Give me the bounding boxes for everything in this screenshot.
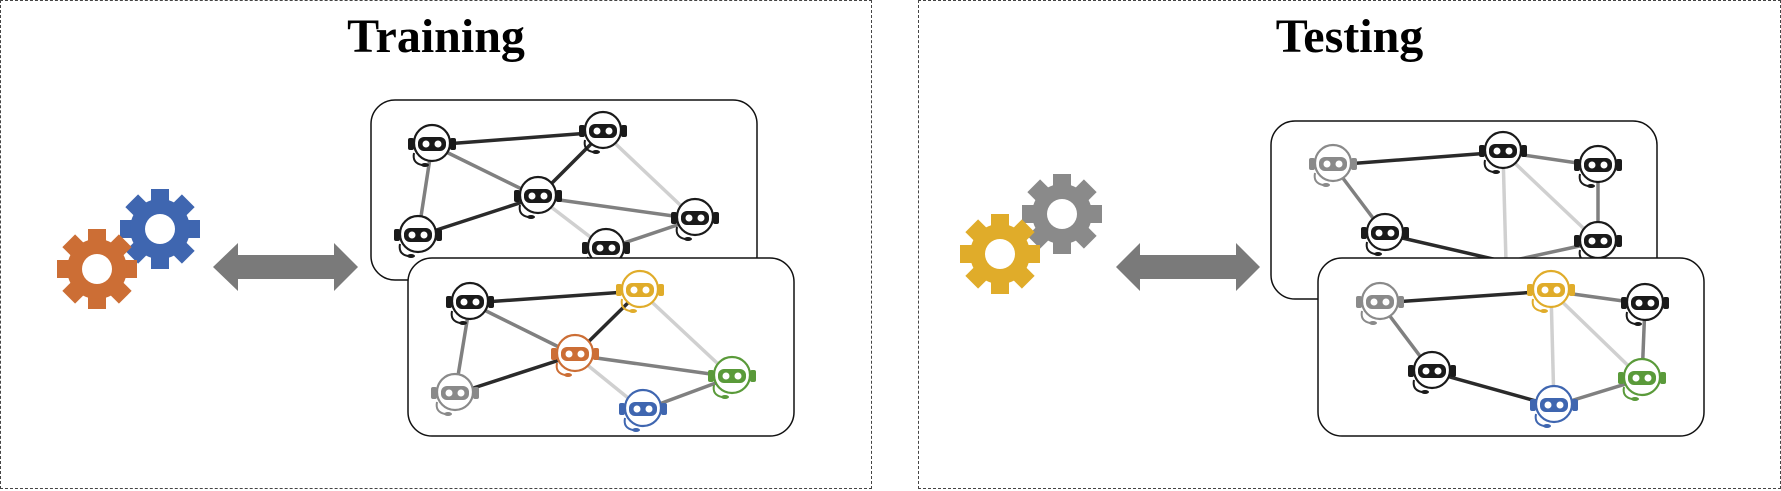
training-front-graph (407, 257, 795, 437)
testing-back-graph (1270, 120, 1658, 300)
graph-edge (537, 195, 696, 221)
graph-edge (1501, 150, 1600, 244)
testing-gears (960, 174, 1102, 294)
graph-edge (1501, 151, 1508, 263)
graph-card (1317, 257, 1705, 437)
graph-edge (638, 289, 734, 379)
yellow-gear-icon (960, 214, 1040, 294)
testing-panel: Testing (918, 0, 1781, 489)
graph-edge (574, 353, 733, 379)
double-arrow-icon (213, 243, 358, 291)
graph-edge (469, 289, 641, 305)
training-gears (57, 189, 200, 309)
graph-edge (431, 130, 604, 147)
graph-edge (1549, 289, 1644, 381)
testing-title: Testing (1275, 10, 1424, 63)
training-title: Training (347, 10, 525, 63)
double-arrow-icon (1116, 243, 1260, 291)
training-back-graph (370, 99, 758, 281)
testing-front-graph (1317, 257, 1705, 437)
orange-gear-icon (57, 229, 137, 309)
blue-gear-icon (120, 189, 200, 269)
gray-gear-icon (1022, 174, 1102, 254)
graph-edge (1332, 150, 1504, 167)
graph-edge (1379, 289, 1552, 305)
graph-edge (601, 130, 697, 221)
training-panel: Training (0, 0, 872, 489)
